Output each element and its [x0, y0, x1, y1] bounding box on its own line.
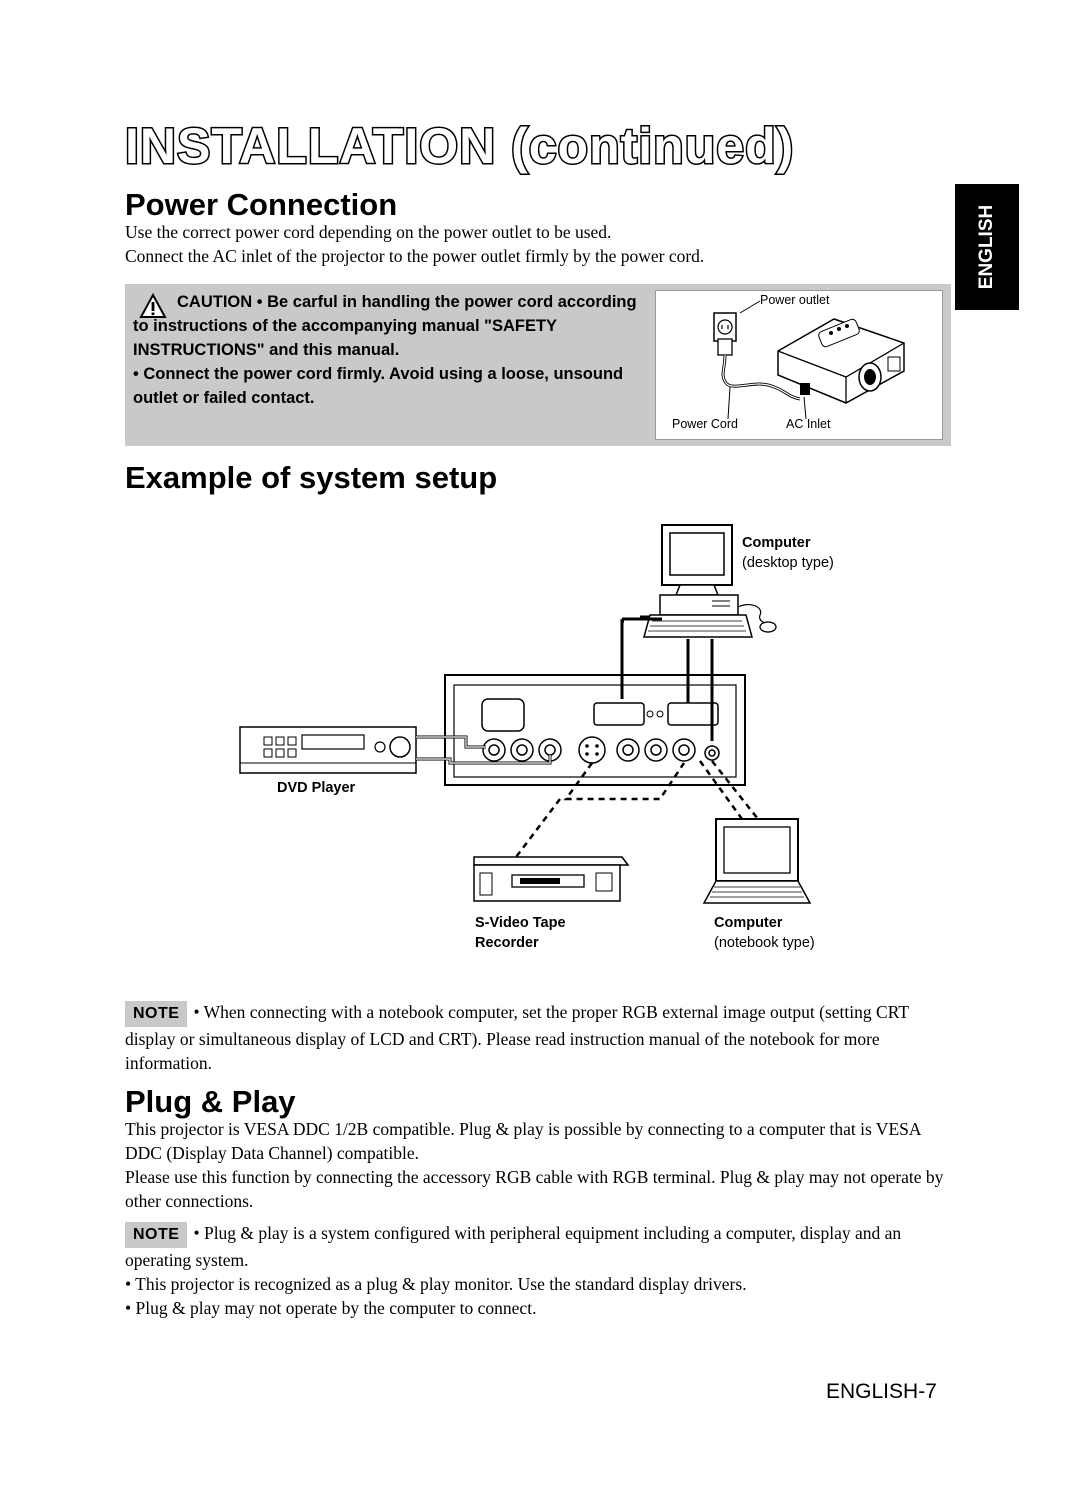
- computer-desktop-label: Computer (desktop type): [742, 533, 834, 573]
- dvd-player-icon: [239, 726, 417, 774]
- plug-and-play-paragraph-2: Please use this function by connecting t…: [125, 1167, 944, 1211]
- notebook-computer-icon: [702, 818, 812, 904]
- plug-and-play-note-text: • Plug & play is a system configured wit…: [125, 1223, 902, 1270]
- svideo-tape-recorder-icon: [473, 856, 630, 902]
- caution-line-2: • Connect the power cord firmly. Avoid u…: [133, 365, 624, 407]
- power-connection-paragraph-2: Connect the AC inlet of the projector to…: [125, 246, 705, 266]
- desktop-computer-icon: [643, 524, 777, 638]
- svideo-recorder-title-2: Recorder: [475, 935, 539, 951]
- power-connection-illustration: [713, 300, 905, 420]
- system-setup-note: NOTE• When connecting with a notebook co…: [125, 1000, 947, 1075]
- ac-inlet-label: AC Inlet: [786, 417, 831, 431]
- caution-label: CAUTION: [177, 293, 253, 311]
- plug-and-play-text: This projector is VESA DDC 1/2B compatib…: [125, 1117, 955, 1213]
- plug-and-play-bullet-1: • This projector is recognized as a plug…: [125, 1274, 747, 1294]
- language-tab-label: ENGLISH: [976, 204, 997, 290]
- dvd-player-label: DVD Player: [277, 778, 355, 798]
- svideo-recorder-title-1: S-Video Tape: [475, 915, 566, 931]
- svideo-recorder-label: S-Video Tape Recorder: [475, 913, 566, 953]
- note-badge: NOTE: [125, 1222, 188, 1248]
- plug-and-play-bullet-2: • Plug & play may not operate by the com…: [125, 1298, 537, 1318]
- power-connection-figure: Power outlet Power Cord AC Inlet: [655, 290, 943, 440]
- system-setup-heading: Example of system setup: [125, 460, 498, 495]
- power-cord-label: Power Cord: [672, 417, 738, 431]
- plug-and-play-paragraph-1: This projector is VESA DDC 1/2B compatib…: [125, 1119, 921, 1163]
- computer-notebook-label: Computer (notebook type): [714, 913, 815, 953]
- computer-notebook-title: Computer: [714, 915, 783, 931]
- computer-notebook-type: (notebook type): [714, 935, 815, 951]
- projector-rear-panel-icon: [444, 674, 746, 786]
- system-setup-diagram: [239, 524, 812, 904]
- power-connection-paragraph-1: Use the correct power cord depending on …: [125, 222, 612, 242]
- caution-text: CAUTION • Be carful in handling the powe…: [133, 290, 643, 410]
- plug-and-play-note: NOTE• Plug & play is a system configured…: [125, 1221, 955, 1320]
- power-connection-heading: Power Connection: [125, 187, 398, 222]
- caution-line-1: • Be carful in handling the power cord a…: [133, 293, 637, 359]
- language-tab: ENGLISH: [955, 184, 1019, 310]
- warning-triangle-icon: [139, 293, 167, 318]
- power-connection-text: Use the correct power cord depending on …: [125, 220, 935, 268]
- page-number: ENGLISH-7: [826, 1380, 937, 1403]
- note-badge: NOTE: [125, 1001, 188, 1027]
- computer-desktop-title: Computer: [742, 535, 811, 551]
- system-setup-note-text: • When connecting with a notebook comput…: [125, 1002, 909, 1073]
- power-outlet-label: Power outlet: [760, 293, 830, 307]
- dvd-player-title: DVD Player: [277, 780, 356, 796]
- page-title: INSTALLATION (continued): [123, 117, 795, 176]
- caution-box: CAUTION • Be carful in handling the powe…: [125, 284, 951, 446]
- plug-and-play-heading: Plug & Play: [125, 1084, 296, 1119]
- computer-desktop-type: (desktop type): [742, 555, 834, 571]
